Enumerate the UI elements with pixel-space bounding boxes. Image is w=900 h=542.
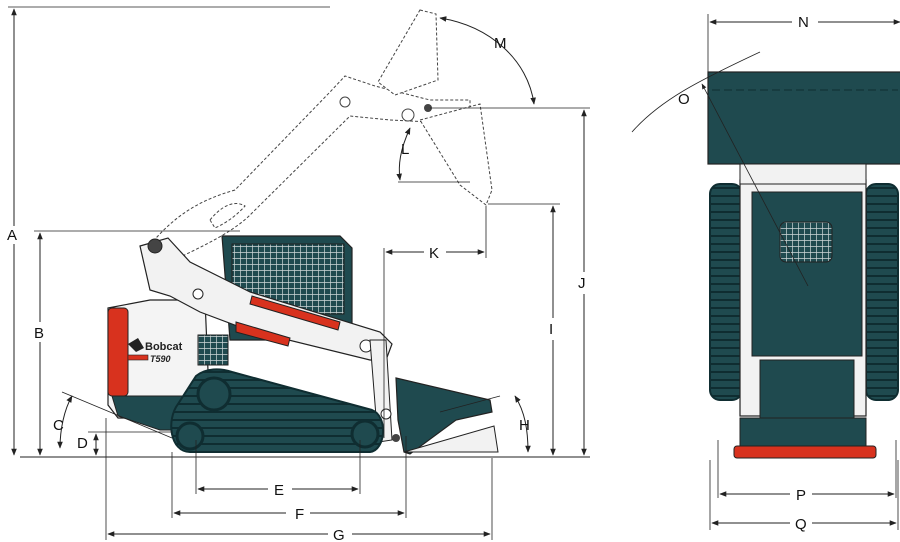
- dimension-p: P: [717, 440, 897, 504]
- dimension-l: L: [396, 127, 470, 183]
- loader-side-view: Bobcat T590: [107, 235, 499, 455]
- dimension-a: A: [7, 6, 330, 456]
- loader-front-view: [707, 71, 900, 459]
- dimension-label-o: O: [678, 91, 690, 108]
- dimension-label-i: I: [549, 321, 553, 338]
- dimension-label-c: C: [53, 417, 64, 434]
- dimension-o: O: [631, 51, 809, 287]
- dimension-label-b: B: [34, 325, 44, 342]
- dimension-k: K: [383, 206, 487, 438]
- dimension-m: M: [439, 16, 536, 105]
- dimension-q: Q: [709, 460, 899, 533]
- raised-bucket-dumped-outline: [377, 9, 493, 206]
- dimension-label-g: G: [333, 527, 345, 542]
- dimension-label-e: E: [274, 482, 284, 499]
- dimension-i: I: [488, 203, 560, 456]
- brand-label: Bobcat: [145, 341, 183, 353]
- dimension-label-n: N: [798, 14, 809, 31]
- dimension-g: G: [105, 418, 493, 542]
- dimension-d: D: [77, 431, 172, 456]
- dimension-f: F: [171, 436, 407, 523]
- dimension-label-l: L: [401, 141, 409, 158]
- dimension-label-h: H: [519, 417, 530, 434]
- dimension-label-j: J: [578, 275, 586, 292]
- dimension-c: C: [53, 391, 173, 449]
- dimension-label-p: P: [796, 487, 806, 504]
- dimension-label-q: Q: [795, 516, 807, 533]
- dimension-n: N: [707, 14, 900, 74]
- model-label: T590: [150, 354, 171, 364]
- dimension-label-m: M: [494, 35, 507, 52]
- dimension-label-a: A: [7, 227, 17, 244]
- dimension-j: J: [430, 107, 590, 456]
- dimension-b: B: [34, 230, 240, 456]
- bobcat-logo-icon: [128, 338, 144, 352]
- dimension-label-d: D: [77, 435, 88, 452]
- raised-lift-arm-outline: [149, 75, 471, 263]
- dimension-label-k: K: [429, 245, 439, 262]
- dimension-h: H: [439, 395, 531, 453]
- dimension-e: E: [195, 440, 361, 499]
- dimension-label-f: F: [295, 506, 304, 523]
